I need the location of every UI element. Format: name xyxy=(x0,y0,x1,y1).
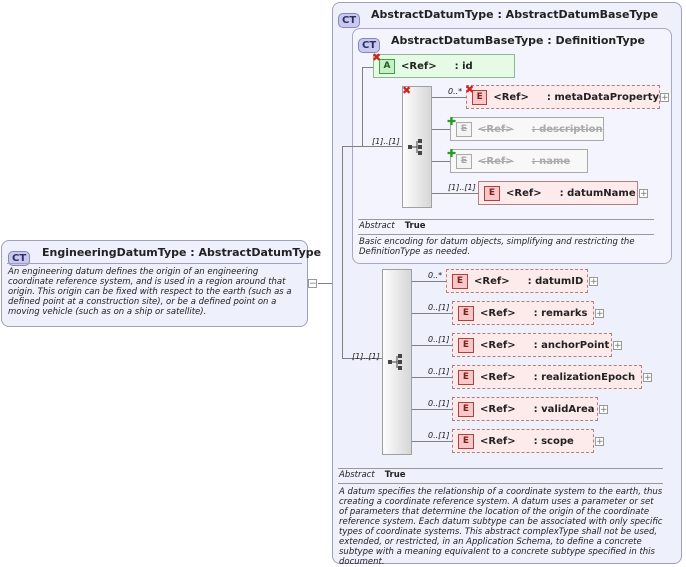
element-datumid[interactable]: E <Ref> : datumID xyxy=(446,269,588,293)
expand-icon[interactable]: + xyxy=(589,277,598,287)
prohibited-icon: ✖ xyxy=(402,84,412,97)
element-multiplicity: 0..[1] xyxy=(428,335,450,344)
element-scope[interactable]: E <Ref> : scope xyxy=(452,429,594,453)
main-type-title: EngineeringDatumType : AbstractDatumType xyxy=(42,246,322,259)
sequence-icon xyxy=(388,354,402,370)
element-icon: E xyxy=(458,433,474,449)
abstract-datum-type-title: AbstractDatumType : AbstractDatumBaseTyp… xyxy=(371,8,659,21)
element-icon: E xyxy=(458,337,474,353)
abstract-value: True xyxy=(384,470,406,480)
abstract-datum-type-description: A datum specifies the relationship of a … xyxy=(339,487,663,567)
element-multiplicity: 0..[1] xyxy=(428,367,450,376)
element-validarea[interactable]: E <Ref> : validArea xyxy=(452,397,598,421)
element-ref: <Ref> xyxy=(480,435,516,447)
element-name: : validArea xyxy=(533,403,595,415)
element-metadataproperty[interactable]: E <Ref> : metaDataProperty xyxy=(466,85,660,109)
element-icon: E xyxy=(456,153,472,169)
element-ref: <Ref> xyxy=(493,91,529,103)
element-anchorpoint[interactable]: E <Ref> : anchorPoint xyxy=(452,333,612,357)
expand-icon[interactable]: + xyxy=(613,341,622,351)
element-description[interactable]: E <Ref> : description xyxy=(450,117,604,141)
engineering-datum-type-box[interactable]: CT EngineeringDatumType : AbstractDatumT… xyxy=(1,240,321,327)
element-datumname[interactable]: E <Ref> : datumName xyxy=(478,181,638,205)
expand-icon[interactable]: + xyxy=(660,93,669,103)
element-icon: E xyxy=(456,121,472,137)
attribute-id[interactable]: A <Ref> : id xyxy=(373,54,515,78)
element-icon: E xyxy=(452,273,468,289)
element-ref: <Ref> xyxy=(506,187,542,199)
element-ref: <Ref> xyxy=(480,403,516,415)
element-name: : datumID xyxy=(527,275,584,287)
ct-badge-icon: CT xyxy=(8,251,31,266)
element-realizationepoch[interactable]: E <Ref> : realizationEpoch xyxy=(452,365,642,389)
element-ref: <Ref> xyxy=(480,339,516,351)
ct-badge-icon: CT xyxy=(358,38,381,53)
element-name-grey[interactable]: E <Ref> : name xyxy=(450,149,588,173)
outer-sequence-multiplicity: [1]..[1] xyxy=(352,352,380,361)
expand-icon[interactable]: + xyxy=(595,309,604,319)
abstract-row: Abstract True xyxy=(339,470,406,480)
element-ref: <Ref> xyxy=(480,307,516,319)
element-multiplicity: 0..* xyxy=(448,87,463,96)
main-type-description: An engineering datum defines the origin … xyxy=(8,267,292,317)
abstract-datum-base-type-title: AbstractDatumBaseType : DefinitionType xyxy=(391,34,645,47)
element-icon: E xyxy=(484,185,500,201)
element-remarks[interactable]: E <Ref> : remarks xyxy=(452,301,594,325)
prohibited-icon: ✖ xyxy=(372,51,382,64)
element-multiplicity: [1]..[1] xyxy=(448,183,476,192)
element-multiplicity: 0..* xyxy=(428,271,443,280)
element-name: : name xyxy=(531,155,571,167)
element-multiplicity: 0..[1] xyxy=(428,431,450,440)
complex-type-badge: CT xyxy=(358,33,381,53)
element-multiplicity: 0..[1] xyxy=(428,303,450,312)
element-multiplicity: 0..[1] xyxy=(428,399,450,408)
abstract-label: Abstract xyxy=(359,221,395,231)
element-icon: E xyxy=(472,89,488,105)
divider xyxy=(7,263,302,264)
inner-sequence-multiplicity: [1]..[1] xyxy=(372,137,400,146)
element-ref: <Ref> xyxy=(478,155,514,167)
element-name: : anchorPoint xyxy=(533,339,610,351)
outer-sequence-compositor[interactable] xyxy=(382,269,412,455)
sequence-icon xyxy=(408,139,422,155)
element-name: : realizationEpoch xyxy=(533,371,636,383)
prohibited-icon: ✖ xyxy=(465,83,475,96)
ct-badge-icon: CT xyxy=(338,13,361,28)
complex-type-badge: CT xyxy=(8,246,31,266)
element-name: : description xyxy=(531,123,603,135)
expand-icon[interactable]: − xyxy=(308,279,317,289)
attribute-name: : id xyxy=(454,60,473,72)
element-name: : metaDataProperty xyxy=(546,91,659,103)
element-ref: <Ref> xyxy=(478,123,514,135)
element-name: : remarks xyxy=(533,307,588,319)
expand-icon[interactable]: + xyxy=(639,189,648,199)
expand-icon[interactable]: + xyxy=(595,437,604,447)
element-icon: E xyxy=(458,401,474,417)
added-icon: ✚ xyxy=(447,115,457,128)
abstract-value: True xyxy=(404,221,426,231)
element-ref: <Ref> xyxy=(474,275,510,287)
abstract-row: Abstract True xyxy=(359,221,426,231)
element-name: : datumName xyxy=(559,187,636,199)
expand-icon[interactable]: + xyxy=(599,405,608,415)
element-icon: E xyxy=(458,369,474,385)
element-icon: E xyxy=(458,305,474,321)
abstract-datum-base-type-description: Basic encoding for datum objects, simpli… xyxy=(359,237,635,257)
attribute-ref: <Ref> xyxy=(401,60,437,72)
element-ref: <Ref> xyxy=(480,371,516,383)
added-icon: ✚ xyxy=(447,147,457,160)
attribute-icon: A xyxy=(379,58,395,74)
expand-icon[interactable]: + xyxy=(643,373,652,383)
inner-sequence-compositor[interactable] xyxy=(402,86,432,208)
complex-type-badge: CT xyxy=(338,8,361,28)
element-name: : scope xyxy=(533,435,574,447)
abstract-label: Abstract xyxy=(339,470,375,480)
